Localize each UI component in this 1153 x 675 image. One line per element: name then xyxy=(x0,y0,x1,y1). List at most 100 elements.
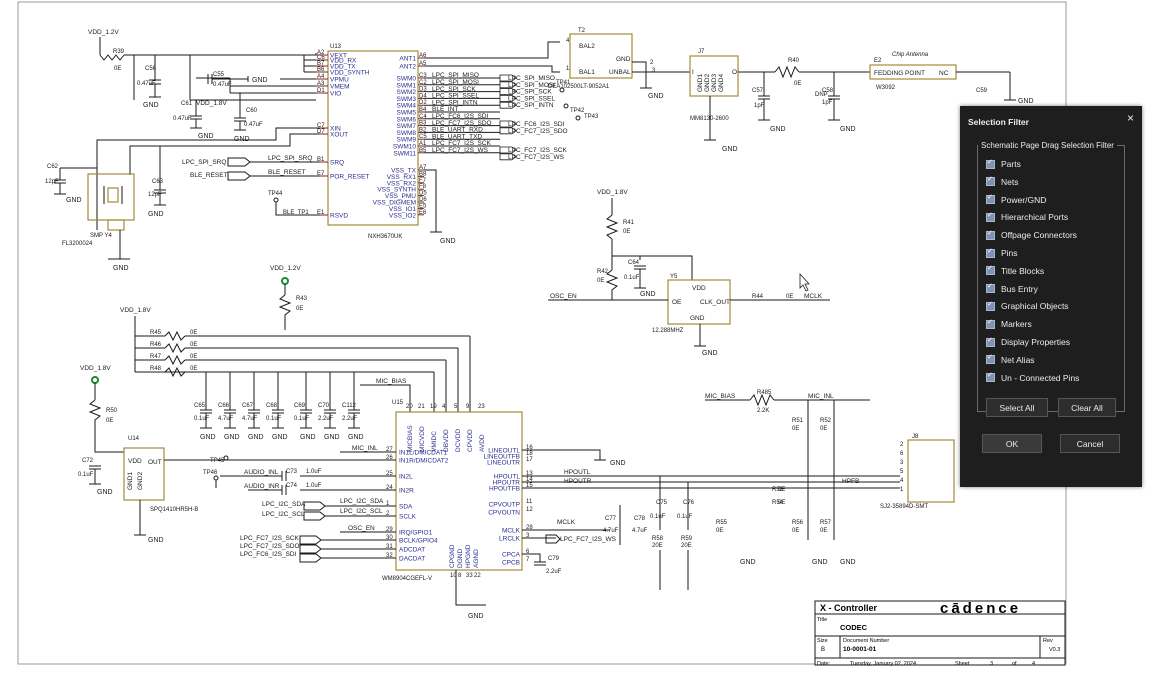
antenna-e2[interactable]: E2 Chip Antenna FEDDING POINT NC W3092 xyxy=(869,52,957,91)
checkbox-checked-icon[interactable] xyxy=(986,353,995,365)
net-mclk: MCLK xyxy=(557,519,576,526)
u13-pin-vss_rx2: VSS_RX2 xyxy=(387,180,417,187)
size-label: Size xyxy=(817,638,828,644)
power-vdd18-bias: VDD_1.8V xyxy=(120,307,151,372)
gnd-j7: GND xyxy=(722,146,738,153)
e2-name: Chip Antenna xyxy=(892,52,929,58)
decap-gnd: GND xyxy=(248,434,264,441)
ok-button[interactable]: OK xyxy=(982,434,1042,453)
u15-pin-num: 26 xyxy=(386,455,393,461)
filter-option-label: Graphical Objects xyxy=(1001,301,1069,312)
checkbox-checked-icon[interactable] xyxy=(986,282,995,294)
u13-offpage-label: LPC_SPI_MISO xyxy=(508,75,555,82)
filter-option-power-gnd[interactable]: Power/GND xyxy=(986,193,1046,205)
resistor-r40[interactable]: R40 0E xyxy=(774,58,801,87)
filter-option-title-blocks[interactable]: Title Blocks xyxy=(986,264,1044,276)
cap-c55[interactable]: C55 0.47uF GND xyxy=(207,72,268,88)
c74-value: 1.0uF xyxy=(306,483,322,489)
cap-c56[interactable]: C56 0.47uF GND xyxy=(137,55,161,109)
u15-pin-label: MICVDD xyxy=(419,426,426,452)
gnd-c63: GND xyxy=(148,211,164,218)
checkbox-checked-icon[interactable] xyxy=(986,247,995,258)
resistor-r39[interactable]: R39 0E xyxy=(99,49,125,72)
c60-ref: C60 xyxy=(246,108,258,114)
filter-group-label: Schematic Page Drag Selection Filter xyxy=(981,141,1114,150)
filter-option-pins[interactable]: Pins xyxy=(986,247,1018,258)
close-icon[interactable]: × xyxy=(1126,111,1134,125)
u15-pin-label: CPVOUTN xyxy=(488,510,520,517)
checkbox-checked-icon[interactable] xyxy=(986,318,995,329)
checkbox-checked-icon[interactable] xyxy=(986,158,995,169)
cancel-button[interactable]: Cancel xyxy=(1060,434,1120,453)
checkbox-checked-icon[interactable] xyxy=(986,264,995,276)
checkbox-checked-icon[interactable] xyxy=(986,300,995,311)
u13-net-label: LPC_SPI_SSEL xyxy=(432,93,479,100)
selection-filter-dialog[interactable]: Selection Filter × Schematic Page Drag S… xyxy=(960,106,1142,487)
select-all-button[interactable]: Select All xyxy=(986,398,1048,417)
cap-c61[interactable]: C61 0.47uF VDD_1.8V GND xyxy=(173,100,227,140)
cap-c57[interactable]: C57 1pF GND xyxy=(752,72,786,133)
cap-c58[interactable]: C58 1pF DNP GND xyxy=(815,72,856,133)
u13-ble-ic[interactable]: U13 NXH3670UK VEXTA2VDD_RXC6VDD_TXB7VDD_… xyxy=(316,44,427,240)
y5-vdd: VDD xyxy=(692,285,706,292)
u15-codec-ic[interactable]: WM8904CGEFL-V IN1L/DMICDAT127IN1R/DMICDA… xyxy=(382,404,533,582)
filter-option-display-properties[interactable]: Display Properties xyxy=(986,336,1070,347)
c56-ref: C56 xyxy=(145,66,157,72)
filter-option-markers[interactable]: Markers xyxy=(986,318,1032,330)
j8-ref: J8 xyxy=(912,434,919,440)
u15-pin-num: 5 xyxy=(454,404,458,410)
filter-option-parts[interactable]: Parts xyxy=(986,158,1021,169)
checkbox-checked-icon[interactable] xyxy=(986,211,995,222)
u13-pin-num: A4 xyxy=(317,74,325,80)
dialog-titlebar[interactable]: Selection Filter × xyxy=(960,106,1142,134)
c55-ref: C55 xyxy=(213,72,225,78)
decap-ref: C68 xyxy=(266,403,278,409)
filter-option-net-alias[interactable]: Net Alias xyxy=(986,353,1035,365)
decoupling-caps[interactable]: C650.1uFGNDC664.7uFGNDC674.7uFGNDC680.1u… xyxy=(135,371,380,441)
gnd-u15: GND xyxy=(468,613,484,620)
clear-all-button[interactable]: Clear All xyxy=(1058,398,1116,417)
c56-value: 0.47uF xyxy=(137,81,156,87)
filter-option-nets[interactable]: Nets xyxy=(986,175,1018,187)
vdd18-y5: VDD_1.8V xyxy=(597,189,628,196)
filter-option-hierarchical-ports[interactable]: Hierarchical Ports xyxy=(986,211,1068,222)
checkbox-checked-icon[interactable] xyxy=(986,229,995,240)
u15-pin-num: 15 xyxy=(526,483,533,489)
u13-net-label: LPC_FC7_I2S_SCK xyxy=(432,140,492,147)
oscillator-y5[interactable]: VDD_1.8V R41 0E R42 0E C64 0.1uF GND Y5 … xyxy=(548,189,830,357)
r53-value: 0E xyxy=(778,487,785,493)
u13-pin-vdd_rx: VDD_RX xyxy=(330,58,357,65)
u13-pin-swm10: SWM10 xyxy=(393,144,417,151)
checkbox-checked-icon[interactable] xyxy=(986,193,995,205)
filter-option-label: Markers xyxy=(1001,319,1032,330)
u15-pin-num: 23 xyxy=(478,404,485,410)
crystal-block[interactable]: FL3200024 SMP Y4 GND C62 12pF GND C63 12… xyxy=(45,127,320,272)
microphone-u14[interactable]: VDD_1.8V R50 0E C72 0.1uF GND U14 VDD OU… xyxy=(78,365,396,544)
r52-ref: R52 xyxy=(820,418,832,424)
vdd12-r43: VDD_1.2V xyxy=(270,265,301,272)
checkbox-checked-icon[interactable] xyxy=(986,371,995,383)
u15-pin-label: DACDAT xyxy=(399,556,425,563)
decap-gnd: GND xyxy=(200,434,216,441)
r39-ref: R39 xyxy=(113,49,125,55)
filter-option-offpage-connectors[interactable]: Offpage Connectors xyxy=(986,229,1077,240)
filter-option-graphical-objects[interactable]: Graphical Objects xyxy=(986,300,1069,312)
t2-part: DEA102500LT-9052A1 xyxy=(548,84,610,90)
u15-pin-label: SDA xyxy=(399,504,413,511)
u13-pin-num: B6 xyxy=(317,67,325,73)
filter-option-bus-entry[interactable]: Bus Entry xyxy=(986,282,1038,294)
checkbox-checked-icon[interactable] xyxy=(986,336,995,347)
checkbox-checked-icon[interactable] xyxy=(986,175,995,187)
u13-part: NXH3670UK xyxy=(368,234,402,240)
net-ws: LPC_FC7_I2S_WS xyxy=(560,536,617,543)
filter-option-un-connected-pins[interactable]: Un - Connected Pins xyxy=(986,371,1079,383)
of-value: 4 xyxy=(1032,661,1035,667)
transformer-t2[interactable]: T2 DEA102500LT-9052A1 BAL2 BAL1 GND UNBA… xyxy=(548,28,664,100)
crystal-y: SMP Y4 xyxy=(90,233,112,239)
decap-gnd: GND xyxy=(348,434,364,441)
mic-bias-resistors[interactable]: MIC_BIAS R485 2.2K MIC_INL R51 0E R52 0E… xyxy=(705,390,870,566)
